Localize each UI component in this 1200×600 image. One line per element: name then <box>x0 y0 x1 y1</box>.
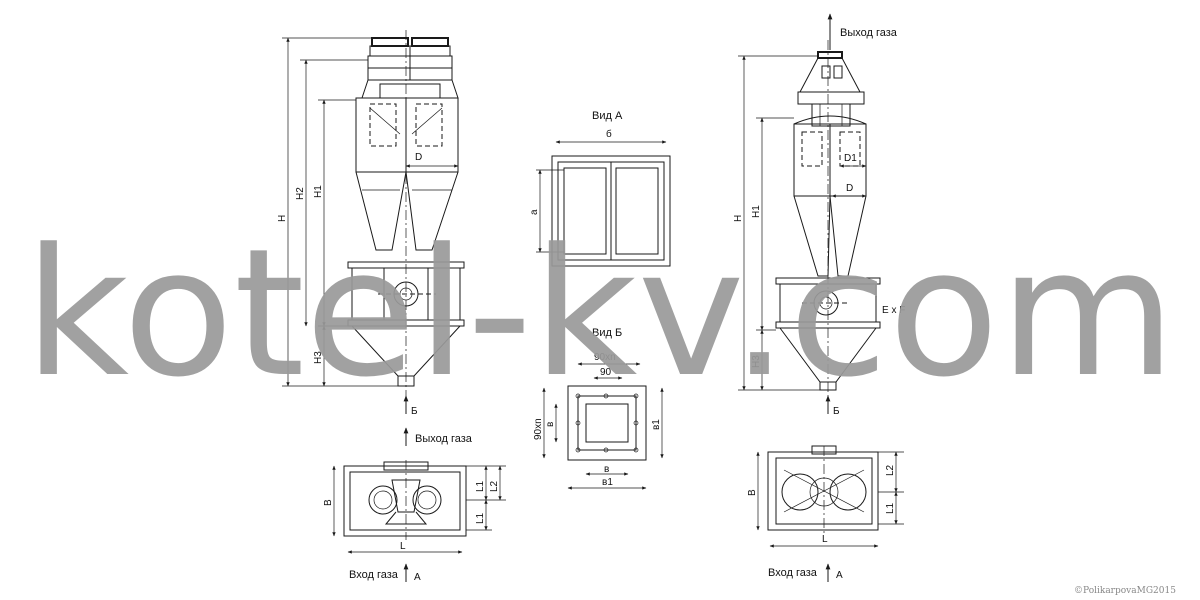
dim-v-side: в <box>545 422 556 427</box>
dim-H2-left: H2 <box>295 187 306 200</box>
arrow-b-label-left: Б <box>411 406 418 417</box>
dim-b6: б <box>606 128 612 140</box>
dim-exf-right: E x F <box>882 305 905 316</box>
dim-D1-right: D1 <box>844 153 857 164</box>
dim-H3-right: H3 <box>751 355 762 368</box>
view-b: Вид Б 90xn 90 90xn в в1 в в1 <box>533 327 664 490</box>
dim-H1-left: H1 <box>313 185 324 198</box>
arrow-b-label-right: Б <box>833 406 840 417</box>
dim-L2-right: L2 <box>885 464 896 476</box>
gas-out-label-right: Выход газа <box>840 27 898 39</box>
dim-B-left: B <box>323 499 334 506</box>
dim-L-right: L <box>822 534 828 545</box>
dim-H1-right: H1 <box>751 205 762 218</box>
dim-v-bottom: в <box>604 464 609 475</box>
dim-H3-left: H3 <box>313 351 324 364</box>
dim-90xn-top: 90xn <box>594 352 616 363</box>
view-a: Вид А б а <box>529 110 671 267</box>
gas-in-label-right: Вход газа <box>768 567 818 579</box>
dim-a: а <box>529 209 540 215</box>
dim-D-right: D <box>846 183 853 194</box>
dim-v1-bottom: в1 <box>602 477 613 488</box>
dim-L1b-left: L1 <box>475 512 486 524</box>
bolt-holes <box>575 393 639 453</box>
watermark: kotel-kv.com <box>24 211 1176 416</box>
dim-90: 90 <box>600 367 612 378</box>
gas-out-label-left: Выход газа <box>415 433 473 445</box>
dim-H-left: H <box>277 215 288 222</box>
view-b-title: Вид Б <box>592 327 622 339</box>
arrow-a-label-right: А <box>836 570 843 581</box>
copyright-text: ©PolikarpovaMG2015 <box>1074 586 1176 596</box>
dim-v1-side: в1 <box>651 419 662 430</box>
view-a-title: Вид А <box>592 110 623 122</box>
dim-L-left: L <box>400 541 406 552</box>
dim-L1a-left: L1 <box>475 480 486 492</box>
dim-90xn-side: 90xn <box>533 418 544 440</box>
right-front-view: Выход газа D1 D E x F <box>733 13 905 417</box>
dim-H-right: H <box>733 215 744 222</box>
gas-in-label-left: Вход газа <box>349 569 399 581</box>
right-plan-view: L B L2 L1 Вход газа А <box>747 445 904 582</box>
dim-D-left: D <box>415 152 422 163</box>
dim-B-right: B <box>747 489 758 496</box>
dim-L1-right: L1 <box>885 502 896 514</box>
dim-L2-left: L2 <box>489 480 500 492</box>
arrow-a-label-left: А <box>414 572 421 583</box>
left-plan-view: Выход газа L B L1 L1 L2 Вход газа А <box>323 427 506 583</box>
left-front-view: D H H2 H1 H3 Б <box>277 30 465 417</box>
